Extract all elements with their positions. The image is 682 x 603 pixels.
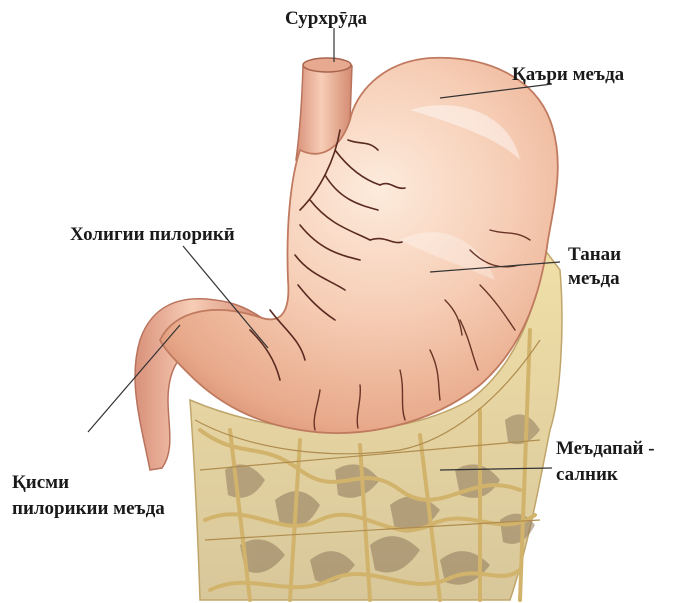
omentum-label-line1: Меъдапай - (556, 438, 655, 460)
pyloric-part-label-line2: пилорикии меъда (12, 498, 165, 520)
fundus-label: Қаъри меъда (512, 64, 624, 86)
body-label-line1: Танаи (568, 244, 621, 266)
pyloric-antrum-label: Холигии пилорикӣ (70, 224, 235, 246)
body-label-line2: меъда (568, 268, 620, 290)
pyloric-part-label-line1: Қисми (12, 472, 69, 494)
esophagus-label: Сурхрӯда (285, 8, 367, 30)
omentum-label-line2: салник (556, 464, 618, 486)
